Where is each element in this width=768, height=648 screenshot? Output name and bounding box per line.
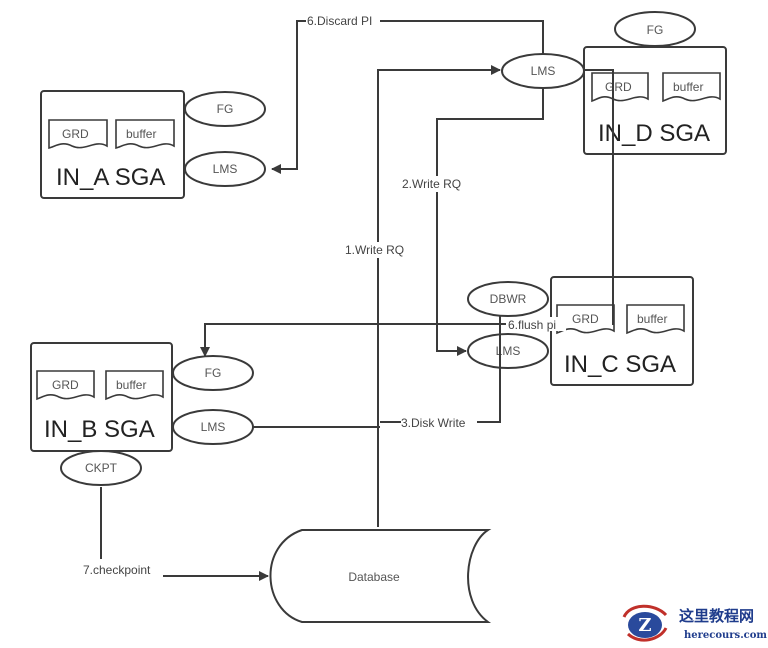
in-b-title: IN_B SGA	[44, 416, 155, 443]
label-bg	[401, 415, 477, 431]
database-shape: Database	[269, 529, 492, 623]
in-a-fg-ellipse	[184, 91, 266, 127]
in-a-title: IN_A SGA	[56, 164, 165, 191]
label-bg	[344, 242, 416, 258]
in-b-buffer-label: buffer	[116, 378, 146, 392]
buffer-doc-shape	[662, 72, 721, 103]
svg-text:Z: Z	[638, 615, 651, 636]
node-in-b-sga: GRD buffer IN_B SGA	[30, 342, 173, 452]
node-in-a-sga: GRD buffer IN_A SGA	[40, 90, 185, 199]
in-c-grd-label: GRD	[572, 312, 599, 326]
buffer-doc-shape	[115, 119, 175, 150]
in-c-buffer-label: buffer	[637, 312, 667, 326]
edge-label-write-rq-1: 1.Write RQ	[345, 243, 404, 257]
in-d-grd-label: GRD	[605, 80, 632, 94]
edge-write-rq-2	[436, 84, 544, 356]
edge-label-discard-pi: 6.Discard PI	[307, 14, 372, 28]
label-bg	[506, 317, 566, 331]
in-b-lms-label: LMS	[201, 420, 226, 434]
in-d-buffer-label: buffer	[673, 80, 703, 94]
edge-label-disk-write: 3.Disk Write	[401, 416, 466, 430]
edge-label-write-rq-2: 2.Write RQ	[402, 177, 461, 191]
watermark-en: herecours.com	[684, 630, 767, 641]
label-bg	[306, 13, 380, 29]
in-c-dbwr-ellipse	[467, 281, 549, 317]
in-a-grd-label: GRD	[62, 127, 89, 141]
edge-write-rq-1	[377, 65, 501, 527]
in-c-lms-label: LMS	[496, 344, 521, 358]
in-b-fg-ellipse	[172, 355, 254, 391]
in-a-buffer-label: buffer	[126, 127, 156, 141]
watermark-cn: 这里教程网	[679, 607, 754, 625]
edge-lms-d-to-grd-c	[584, 69, 614, 325]
buffer-doc-shape	[626, 304, 685, 335]
in-c-title: IN_C SGA	[564, 351, 676, 378]
in-b-fg-label: FG	[205, 366, 222, 380]
grd-doc-shape	[36, 370, 95, 401]
grd-doc-shape	[556, 304, 615, 335]
in-c-dbwr-label: DBWR	[490, 292, 527, 306]
in-a-fg-label: FG	[217, 102, 234, 116]
in-a-lms-label: LMS	[213, 162, 238, 176]
edge-discard-pi	[271, 20, 544, 174]
node-in-c-sga: GRD buffer IN_C SGA	[550, 276, 694, 386]
edge-label-flush-pi-top: 6.flush pi	[508, 318, 556, 332]
buffer-doc-shape	[105, 370, 164, 401]
database-label: Database	[348, 570, 400, 584]
in-b-ckpt-label: CKPT	[85, 461, 118, 475]
in-b-grd-label: GRD	[52, 378, 79, 392]
in-d-title: IN_D SGA	[598, 120, 710, 147]
in-d-lms-ellipse	[501, 53, 585, 89]
watermark-logo-icon	[628, 612, 662, 638]
edge-label-checkpoint: 7.checkpoint	[83, 563, 151, 577]
in-a-lms-ellipse	[184, 151, 266, 187]
watermark: Z 这里教程网 herecours.com	[622, 604, 767, 642]
node-in-d-sga: GRD buffer IN_D SGA	[583, 46, 727, 155]
label-bg	[401, 176, 473, 192]
in-c-lms-ellipse	[467, 333, 549, 369]
in-d-fg-label: FG	[647, 23, 664, 37]
grd-doc-shape	[48, 119, 108, 150]
in-b-lms-ellipse	[172, 409, 254, 445]
in-b-ckpt-ellipse	[60, 450, 142, 486]
edge-disk-write	[380, 313, 501, 423]
in-d-lms-label: LMS	[531, 64, 556, 78]
